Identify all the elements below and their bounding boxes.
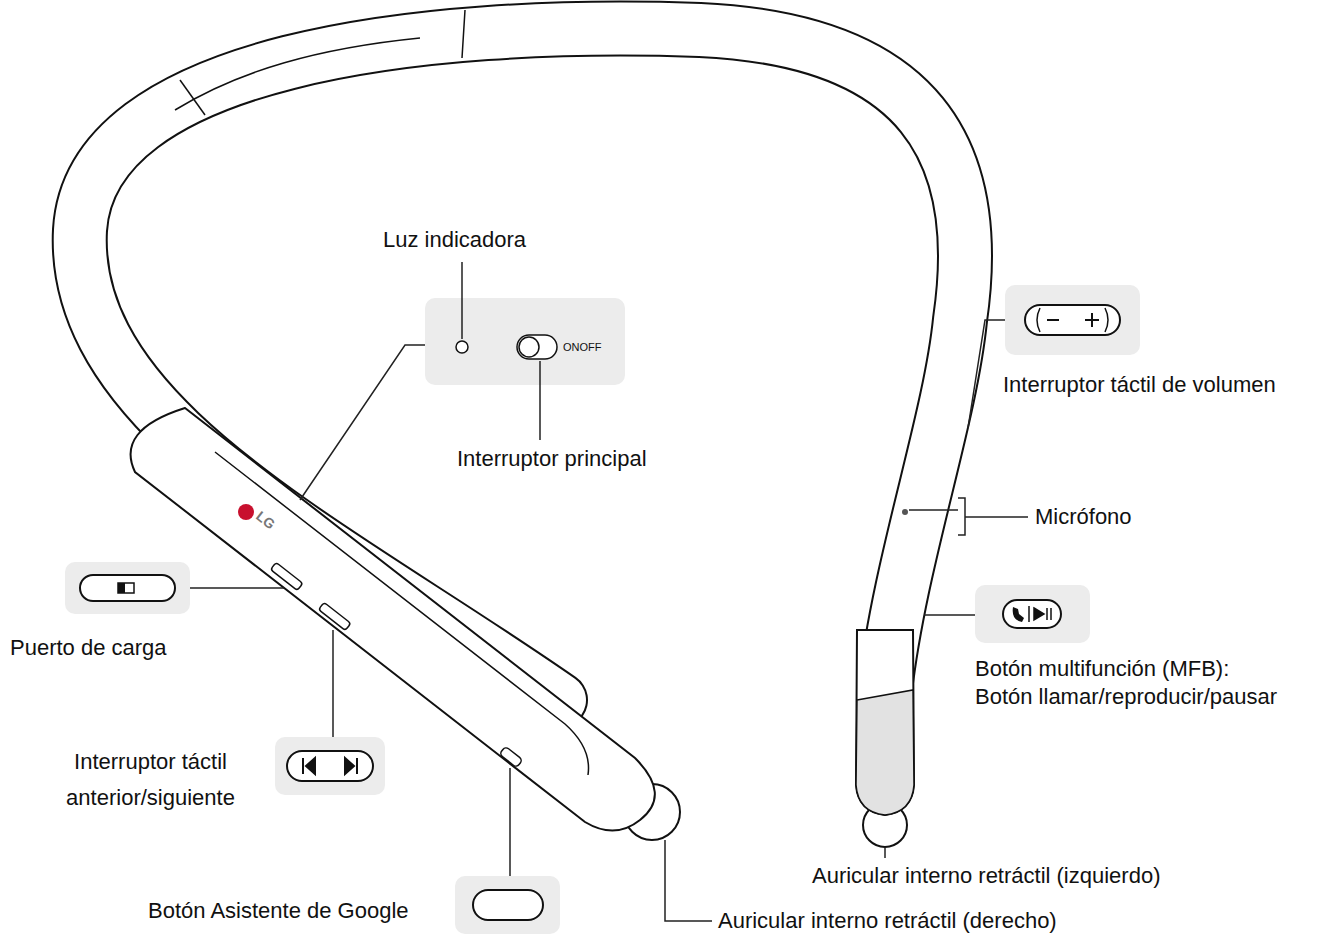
skip-symbols bbox=[303, 758, 357, 774]
plus-symbol bbox=[1085, 313, 1099, 327]
part-label: Luz indicadora bbox=[383, 227, 526, 253]
part-label: Interruptor principal bbox=[457, 446, 647, 472]
assistant-button-icon bbox=[473, 890, 543, 920]
neckband-joint bbox=[462, 10, 465, 58]
brand-logo-text: LG bbox=[253, 508, 278, 533]
mfb-icon bbox=[1003, 600, 1061, 628]
power-switch-knob bbox=[519, 337, 539, 357]
neckband-seam bbox=[175, 38, 420, 110]
prev-next-switch bbox=[319, 602, 351, 630]
part-label: Interruptor táctil anterior/siguiente bbox=[48, 744, 253, 816]
part-label: Micrófono bbox=[1035, 504, 1132, 530]
neckband-body bbox=[80, 29, 965, 700]
leader-line bbox=[461, 262, 463, 339]
part-label: Interruptor táctil de volumen bbox=[1003, 372, 1276, 398]
lg-logo-mark bbox=[238, 504, 254, 520]
leader-line bbox=[539, 361, 541, 440]
leader-line bbox=[924, 614, 975, 616]
assistant-callout bbox=[455, 876, 560, 934]
right-housing-tip bbox=[856, 690, 914, 815]
leader-line bbox=[190, 587, 284, 589]
part-label: ONOFF bbox=[563, 340, 602, 354]
leader-line bbox=[965, 516, 1028, 518]
charging-port-icon bbox=[80, 575, 175, 601]
phone-symbol bbox=[1013, 607, 1024, 622]
microphone-hole bbox=[902, 509, 908, 515]
volume-callout bbox=[1005, 285, 1140, 355]
prev-next-callout bbox=[275, 737, 385, 795]
play-pause-symbol bbox=[1034, 608, 1051, 620]
leader-line bbox=[665, 840, 712, 921]
neckband-joint bbox=[180, 80, 205, 115]
housing-panel-line bbox=[215, 452, 589, 775]
leader-line bbox=[968, 320, 1005, 428]
charging-port-callout bbox=[65, 562, 190, 614]
volume-icon-edge bbox=[1037, 308, 1108, 332]
minus-symbol bbox=[1047, 319, 1059, 321]
part-label: Auricular interno retráctil (izquierdo) bbox=[812, 863, 1160, 889]
leader-line bbox=[909, 509, 958, 511]
neckband-outline bbox=[80, 29, 965, 700]
part-label: Auricular interno retráctil (derecho) bbox=[718, 908, 1057, 934]
part-label: Botón Asistente de Google bbox=[148, 898, 409, 924]
port-symbol bbox=[118, 583, 134, 593]
indicator-light-icon bbox=[456, 341, 468, 353]
charging-port bbox=[271, 562, 303, 590]
leader-line bbox=[884, 848, 886, 858]
part-label: Puerto de carga bbox=[10, 635, 167, 661]
right-housing bbox=[856, 630, 914, 815]
power-switch-icon bbox=[517, 335, 557, 359]
leader-line bbox=[509, 768, 511, 876]
prev-next-icon bbox=[287, 751, 373, 781]
icon-divider bbox=[1028, 606, 1030, 622]
volume-switch-icon bbox=[1025, 305, 1120, 335]
mfb-callout bbox=[975, 585, 1090, 643]
assistant-button bbox=[499, 746, 522, 767]
bracket bbox=[958, 498, 965, 535]
leader-line bbox=[332, 630, 334, 737]
port-symbol-fill bbox=[118, 583, 125, 593]
leader-line bbox=[300, 345, 425, 500]
control-panel-callout bbox=[425, 298, 625, 385]
part-label: Botón multifunción (MFB): Botón llamar/r… bbox=[975, 655, 1285, 711]
